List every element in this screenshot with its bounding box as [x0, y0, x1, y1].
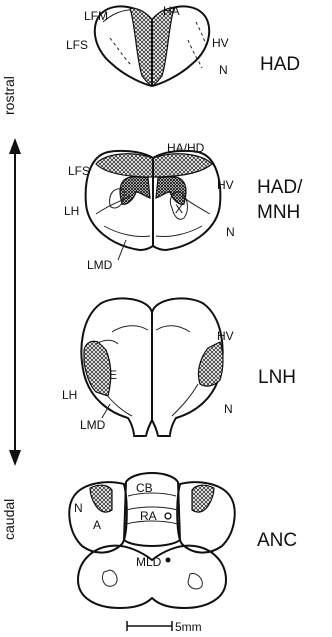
- lnh-right-top-curve: [156, 326, 190, 332]
- section-lnh: HV E LH N LMD LNH: [62, 298, 296, 436]
- lnh-left-shaded-region: [84, 341, 111, 396]
- had-mnh-label-hv: HV: [217, 178, 234, 192]
- section-had-mnh: LFS HA/HD HV LH X N LMD HAD/ MNH: [64, 141, 303, 272]
- anc-label-cb: CB: [136, 481, 153, 495]
- lnh-title: LNH: [258, 367, 296, 388]
- had-mnh-lmd-pointer: [118, 240, 126, 260]
- lnh-right-shaded-region: [198, 342, 223, 386]
- anc-title: ANC: [257, 530, 297, 551]
- lnh-label-lh: LH: [62, 388, 77, 402]
- anc-right-arcopallium-shading: [192, 485, 214, 512]
- anc-label-a: A: [93, 518, 101, 532]
- had-mnh-right-ventricle-shading: [156, 177, 186, 205]
- lnh-label-lmd: LMD: [80, 418, 106, 432]
- section-anc: CB N A RA MLD ANC: [69, 473, 297, 608]
- had-mnh-title-line2: MNH: [257, 202, 300, 223]
- caudal-label: caudal: [1, 499, 17, 540]
- had-mnh-label-lmd: LMD: [87, 258, 113, 272]
- had-mnh-label-lfs: LFS: [68, 164, 90, 178]
- lnh-right-inner-curve: [172, 384, 198, 416]
- had-mnh-label-lh: LH: [64, 204, 79, 218]
- had-mnh-right-lmd-line: [156, 226, 202, 237]
- anc-brainstem-left-nucleus: [102, 570, 117, 586]
- had-mnh-left-lmd-line: [104, 226, 150, 237]
- anc-brainstem-right-nucleus: [188, 574, 202, 589]
- scale-bar: 5mm: [127, 620, 202, 634]
- lnh-label-e: E: [109, 368, 117, 382]
- rostral-label: rostral: [1, 76, 17, 115]
- had-mnh-left-inner-line: [96, 196, 130, 214]
- scale-bar-label: 5mm: [175, 620, 202, 634]
- had-title: HAD: [260, 54, 300, 75]
- lnh-label-hv: HV: [217, 329, 234, 343]
- rostral-caudal-axis: rostral caudal: [1, 76, 21, 540]
- had-label-lfs: LFS: [66, 38, 88, 52]
- axis-arrow-up-icon: [9, 138, 21, 154]
- anc-mld-dot: [166, 558, 171, 563]
- had-mnh-label-ha-hd: HA/HD: [167, 141, 205, 155]
- anc-ra-dot: [165, 513, 171, 519]
- had-mnh-label-x: X: [175, 202, 183, 216]
- had-label-lfm: LFM: [84, 9, 108, 23]
- had-dashed-boundary-right2: [196, 22, 206, 46]
- anc-label-n: N: [74, 501, 83, 515]
- had-dashed-boundary-right: [188, 40, 202, 68]
- axis-arrow-down-icon: [9, 450, 21, 466]
- had-label-n: N: [219, 63, 228, 77]
- had-dashed-boundary-left: [110, 38, 132, 66]
- anc-label-mld: MLD: [136, 555, 162, 569]
- had-label-ha: HA: [163, 4, 180, 18]
- lnh-label-n: N: [224, 402, 233, 416]
- section-had: LFM HA LFS HV N HAD: [66, 4, 300, 86]
- had-mnh-title-line1: HAD/: [257, 177, 303, 198]
- lnh-left-top-curve: [112, 326, 148, 332]
- had-label-hv: HV: [212, 36, 229, 50]
- anc-left-arcopallium-shading: [90, 485, 112, 512]
- had-mnh-label-n: N: [226, 225, 235, 239]
- anc-label-ra: RA: [140, 509, 157, 523]
